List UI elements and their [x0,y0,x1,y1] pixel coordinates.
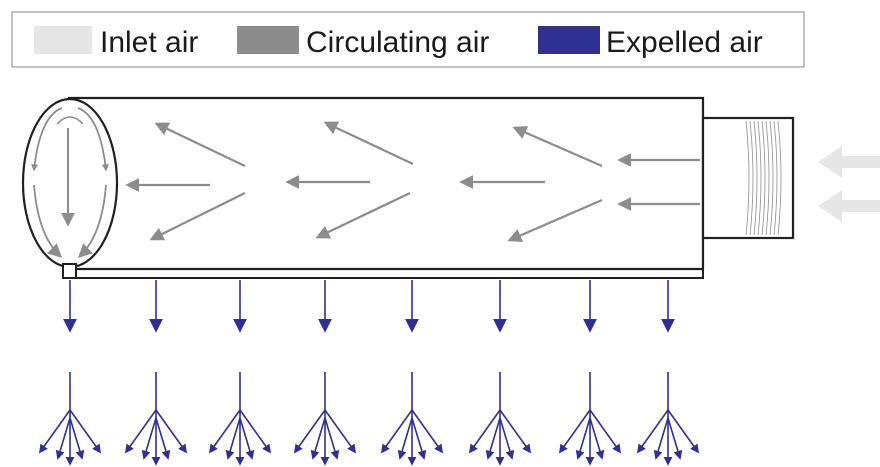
expelled-air-dispersion-arrow [380,409,413,454]
circulating-air-arrow [323,121,414,165]
expelled-air-dispersion-arrow [225,417,241,460]
expelled-air-dispersion-arrow [141,417,157,460]
inlet-air-arrow [818,146,880,178]
expelled-air-dispersion-arrow [499,409,532,454]
circulating-air-arrow [512,126,603,168]
circulating-air-arrow [154,122,246,167]
expelled-air-dispersion-arrow [239,417,255,460]
duct [21,96,795,279]
legend-swatch-circulating-air [237,26,299,54]
expelled-air-dispersion-arrow [208,409,241,454]
expelled-air-dispersion-arrow [468,409,501,454]
expelled-air-dispersion-arrow [69,417,85,460]
expelled-air-dispersion-arrow [124,409,157,454]
duct-end-connector [62,263,77,279]
expelled-air-dispersion-arrow [155,417,171,460]
duct-end-cap [21,97,119,269]
expelled-air-dispersion-arrow [397,417,413,460]
circulating-air-arrow [149,192,246,241]
circulating-air-arrow [315,192,411,239]
legend-swatch-inlet-air [34,26,92,54]
expelled-air-dispersion-arrow [575,417,591,460]
circulating-air-arrow [77,107,109,172]
circulating-air-arrow [77,184,107,258]
legend-label-expelled-air: Expelled air [606,26,763,59]
expelled-air-dispersion-arrow [653,417,669,460]
duct-bottom-strip [67,268,704,279]
expelled-air-dispersion-arrow [558,409,591,454]
circulating-air-arrow [33,184,63,258]
expelled-air-dispersion-arrow [667,409,700,454]
expelled-air-dispersion-arrow [589,417,605,460]
expelled-air-dispersion-arrow [636,409,669,454]
expelled-air-dispersion-arrow [310,417,326,460]
circulating-air-arrow [507,198,603,242]
inlet-air-arrow [818,190,880,222]
expelled-air-dispersion-arrow [667,417,683,460]
inlet-connector [701,116,795,240]
circulating-air-arrow [31,107,63,172]
duct-body-outline [68,96,705,271]
inlet-air-arrows [818,146,880,222]
expelled-air-dispersion-arrow [324,409,357,454]
expelled-air-dispersion-arrow [411,417,427,460]
expelled-air-dispersion-arrow [55,417,71,460]
expelled-air-dispersion-arrow [38,409,71,454]
expelled-air-arrows [38,280,700,466]
circulating-air-arrow [56,116,84,125]
expelled-air-dispersion-arrow [499,417,515,460]
expelled-air-dispersion-arrow [324,417,340,460]
inlet-connector-ribs [745,120,782,236]
legend-label-inlet-air: Inlet air [100,26,198,59]
circulating-air-arrows [31,107,700,258]
legend-frame [11,11,805,68]
expelled-air-dispersion-arrow [411,409,444,454]
expelled-air-dispersion-arrow [485,417,501,460]
expelled-air-dispersion-arrow [69,409,102,454]
legend-label-circulating-air: Circulating air [306,26,489,59]
legend-swatch-expelled-air [538,26,600,54]
expelled-air-dispersion-arrow [293,409,326,454]
expelled-air-dispersion-arrow [155,409,188,454]
expelled-air-dispersion-arrow [239,409,272,454]
legend: Inlet air Circulating air Expelled air [11,11,805,68]
expelled-air-dispersion-arrow [589,409,622,454]
